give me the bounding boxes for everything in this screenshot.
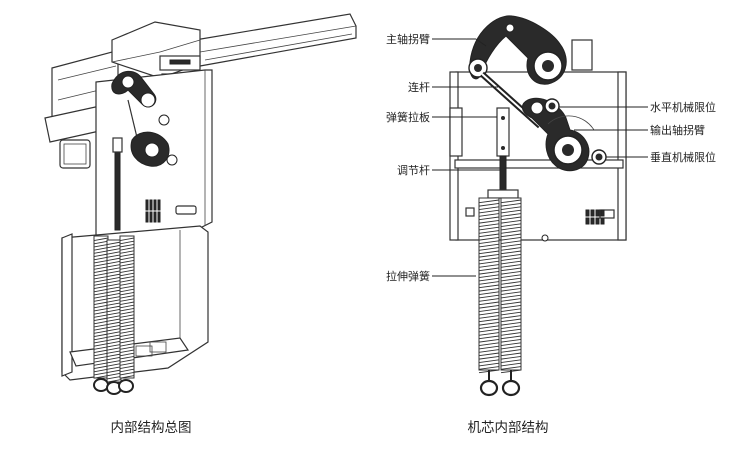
- main-shaft-crank-arm: [468, 15, 567, 85]
- overall-structure-drawing: [44, 13, 357, 395]
- vertical-mechanical-stop: [591, 149, 607, 165]
- right-tension-springs: [478, 197, 522, 374]
- caption-overall-structure: 内部结构总图: [111, 420, 192, 436]
- label-vertical-mechanical-stop: 垂直机械限位: [650, 150, 716, 164]
- spring-pull-plate: [496, 107, 510, 157]
- label-horizontal-mechanical-stop: 水平机械限位: [650, 100, 716, 114]
- vent-slots: [145, 199, 161, 223]
- label-connecting-rod: 连杆: [408, 80, 430, 94]
- label-output-shaft-crank-arm: 输出轴拐臂: [650, 123, 705, 137]
- left-adjustment-rod: [112, 137, 123, 231]
- left-spring-coil-2: [106, 239, 122, 383]
- output-shaft-crank-arm: [522, 97, 595, 172]
- movement-vent-slots: [585, 209, 605, 225]
- label-main-shaft-crank-arm: 主轴拐臂: [386, 32, 430, 46]
- left-tension-springs: [93, 235, 135, 383]
- label-tension-spring: 拉伸弹簧: [386, 269, 430, 283]
- right-spring-eyes: [479, 370, 521, 397]
- horizontal-mechanical-stop: [544, 98, 560, 114]
- spring-eyes: [93, 378, 134, 395]
- callout-labels-left: 主轴拐臂 连杆 弹簧拉板 调节杆 拉伸弹簧: [386, 32, 430, 283]
- label-spring-pull-plate: 弹簧拉板: [386, 110, 430, 124]
- spring-frame: [61, 225, 209, 381]
- movement-structure-drawing: [449, 15, 627, 397]
- callout-labels-right: 水平机械限位 输出轴拐臂 垂直机械限位: [650, 100, 716, 164]
- label-adjustment-rod: 调节杆: [397, 163, 430, 177]
- right-spring-coil-2: [500, 197, 522, 374]
- caption-movement-structure: 机芯内部结构: [468, 420, 549, 436]
- left-spring-coil-3: [119, 235, 135, 379]
- right-spring-coil-1: [478, 197, 500, 374]
- left-spring-coil-1: [93, 235, 109, 379]
- leader-lines: [432, 38, 648, 277]
- boom-arm: [194, 13, 357, 67]
- linkage-mechanism: [111, 70, 178, 167]
